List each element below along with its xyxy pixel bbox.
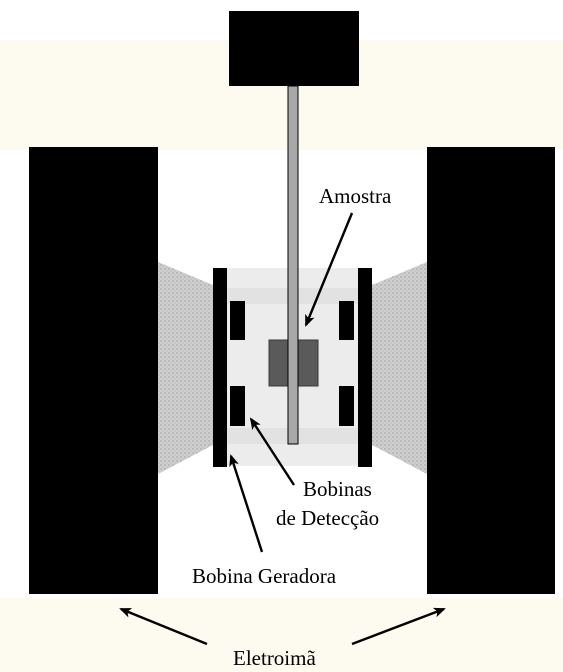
label-generator-coil: Bobina Geradora [192, 564, 337, 588]
detection-coil-top-right [339, 301, 354, 340]
arrow-sample [304, 212, 354, 327]
label-electromagnet: Eletroimã [233, 646, 316, 670]
label-sample: Amostra [319, 184, 392, 208]
arrow-generator-coil [229, 454, 264, 553]
detection-coil-bottom-left [230, 386, 245, 426]
sample-holder-block [229, 11, 359, 86]
arrow-detection-coils [249, 417, 296, 486]
sample-rod [287, 85, 299, 445]
detection-coil-bottom-right [339, 386, 354, 426]
arrow-electromagnet-left [119, 607, 208, 646]
label-detection-coils-line1: Bobinas [303, 477, 372, 501]
electromagnet-left [29, 147, 158, 594]
generator-coil-right [358, 268, 372, 467]
pole-piece-right [372, 262, 427, 474]
label-detection-coils-line2: de Detecção [276, 506, 379, 530]
detection-coil-top-left [230, 301, 245, 340]
pole-piece-left [158, 262, 213, 474]
arrow-electromagnet-right [351, 607, 446, 646]
generator-coil-left [213, 268, 227, 467]
background-tint-bottom [0, 598, 563, 672]
electromagnet-right [427, 147, 555, 594]
